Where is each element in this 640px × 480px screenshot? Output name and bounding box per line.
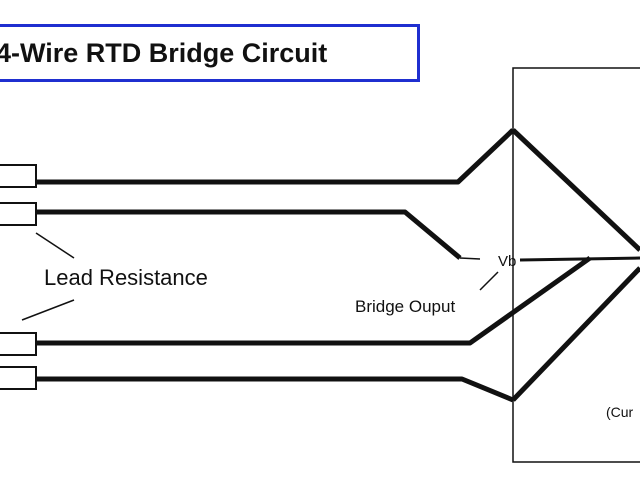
- wire-1: [36, 128, 515, 185]
- vb-terminal-right: [519, 256, 640, 262]
- lead-resistor-3: [0, 332, 37, 356]
- bridge-output-label: Bridge Ouput: [355, 297, 455, 316]
- lead-resistance-pointer-lower: [21, 299, 75, 321]
- title-box: 4-Wire RTD Bridge Circuit: [0, 24, 420, 82]
- bridge-arm-top: [511, 128, 640, 252]
- lead-resistor-1: [0, 164, 37, 188]
- bridge-output-pointer: [479, 271, 499, 291]
- wire-2: [36, 209, 462, 260]
- lead-resistance-label: Lead Resistance: [44, 265, 208, 290]
- diagram-title: 4-Wire RTD Bridge Circuit: [0, 37, 328, 68]
- wire-2-thin: [459, 257, 481, 260]
- wire-4: [36, 376, 514, 403]
- lead-resistor-2: [0, 202, 37, 226]
- bridge-arm-bottom: [511, 266, 640, 402]
- lead-resistor-4: [0, 366, 37, 390]
- current-source-label: (Cur: [606, 404, 634, 420]
- enclosure-box: [512, 67, 640, 463]
- vb-label: Vb: [498, 253, 516, 270]
- lead-resistance-pointer-upper: [35, 232, 75, 259]
- wire-3: [36, 255, 592, 346]
